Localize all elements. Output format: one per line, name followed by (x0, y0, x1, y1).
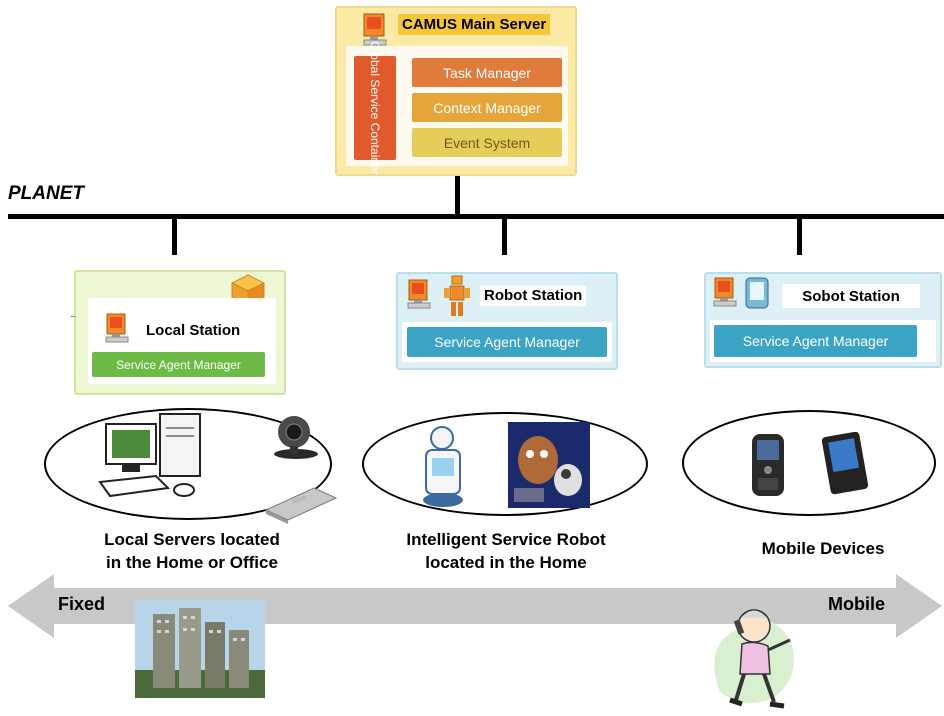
mobile-caption-line1: Mobile Devices (761, 539, 885, 558)
robot-caption-line1: Intelligent Service Robot (406, 530, 606, 549)
apartment-buildings-photo (135, 600, 265, 698)
sobot-station-connector (797, 217, 802, 255)
person-on-phone-clipart (714, 609, 794, 709)
robot-station-connector (502, 217, 507, 255)
mobile-devices-ellipse (682, 410, 936, 516)
robot-caption-line2: located in the Home (425, 553, 587, 572)
local-station-title: Local Station (146, 322, 241, 339)
local-servers-caption: Local Servers located in the Home or Off… (64, 528, 320, 574)
sobot-station-title: Sobot Station (802, 287, 900, 305)
planet-bus-line (8, 214, 944, 219)
robot-toy-photo (508, 422, 590, 508)
server-computer-icon (105, 313, 129, 343)
robot-icon (444, 275, 470, 316)
mobile-phone-icon (752, 434, 784, 496)
webcam-icon (274, 416, 318, 459)
local-station-tick (70, 316, 76, 317)
server-computer-icon (407, 279, 431, 309)
local-station-connector (172, 217, 177, 255)
sobot-service-agent-manager: Service Agent Manager (714, 325, 917, 357)
pda-device-icon (822, 432, 869, 495)
robot-service-agent-manager: Service Agent Manager (407, 327, 607, 357)
fixed-label: Fixed (58, 594, 106, 614)
mobile-caption: Mobile Devices (728, 537, 918, 560)
main-server-connector (455, 176, 460, 216)
service-robot-icon (423, 426, 463, 507)
robot-ellipse (362, 412, 648, 516)
local-service-agent-manager: Service Agent Manager (92, 352, 265, 377)
planet-label: PLANET (8, 183, 84, 204)
card-reader-icon (264, 487, 338, 524)
mobile-label: Mobile (828, 594, 885, 614)
local-servers-caption-line2: in the Home or Office (106, 553, 278, 572)
global-service-container: Global Service Container (354, 41, 396, 175)
server-computer-icon (363, 13, 387, 46)
event-system-module: Event System (412, 128, 562, 157)
global-service-container-label: Global Service Container (368, 41, 382, 175)
robot-caption: Intelligent Service Robot located in the… (368, 528, 644, 574)
local-servers-caption-line1: Local Servers located (104, 530, 280, 549)
sobot-station-title-bg: Sobot Station (782, 284, 920, 308)
task-manager-module: Task Manager (412, 58, 562, 87)
robot-station-title: Robot Station (484, 287, 583, 304)
main-server-title: CAMUS Main Server (398, 14, 551, 35)
context-manager-module: Context Manager (412, 93, 562, 122)
pda-icon (745, 277, 769, 309)
robot-station-title-bg: Robot Station (480, 286, 587, 306)
desktop-computer-icon (98, 413, 201, 498)
server-computer-icon (713, 277, 737, 307)
